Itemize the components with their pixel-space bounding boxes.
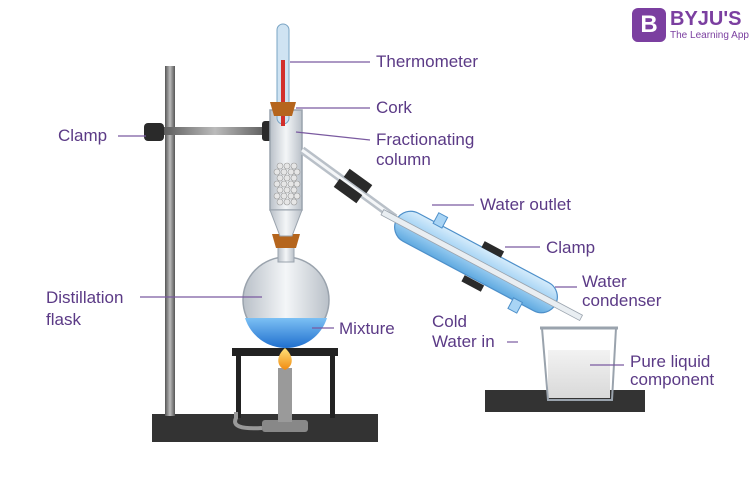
- burner-tube: [278, 368, 292, 422]
- brand-tagline: The Learning App: [670, 30, 749, 41]
- burner-flame: [278, 348, 292, 370]
- leader-lines: [118, 61, 624, 366]
- side-arm-inner: [301, 148, 396, 220]
- label-cold-water-in-line1: Cold: [432, 312, 467, 331]
- brand-logo-icon: B: [632, 8, 666, 42]
- condenser: [380, 209, 584, 322]
- flask-liquid: [245, 318, 327, 349]
- label-clamp-right: Clamp: [546, 238, 596, 257]
- label-cork: Cork: [376, 98, 412, 117]
- connector-1: [343, 168, 373, 194]
- flask-cork: [272, 234, 300, 248]
- label-cold-water-in-line2: Water in: [432, 332, 495, 351]
- label-fractionating-column-line2: column: [376, 150, 431, 169]
- clamp-boss: [144, 123, 164, 141]
- label-mixture: Mixture: [339, 319, 395, 338]
- label-distillation-flask-line1: Distillation: [46, 288, 124, 307]
- column-taper: [269, 209, 303, 237]
- brand-name: BYJU'S: [670, 8, 742, 30]
- condenser-clamp: [481, 241, 505, 258]
- retort-stand-pole: [165, 66, 175, 416]
- label-pure-liquid-component-line2: component: [630, 370, 715, 389]
- label-water-condenser-line2: condenser: [582, 291, 662, 310]
- thermometer-cork: [270, 102, 296, 116]
- label-distillation-flask-line2: flask: [46, 310, 81, 329]
- condenser-clamp-2: [461, 275, 485, 292]
- thermometer-mercury: [281, 60, 285, 126]
- burner-base: [262, 420, 308, 432]
- label-water-condenser-line1: Water: [582, 272, 627, 291]
- tripod-leg-right: [330, 356, 335, 418]
- connector-2: [333, 178, 363, 204]
- beaker-liquid: [548, 350, 610, 398]
- label-thermometer: Thermometer: [376, 52, 479, 71]
- label-fractionating-column-line1: Fractionating: [376, 130, 475, 149]
- clamp-arm: [160, 127, 270, 135]
- gas-pipe: [233, 412, 263, 431]
- column-beads: [273, 162, 301, 206]
- brand-logo-letter: B: [640, 11, 658, 38]
- label-water-outlet: Water outlet: [480, 195, 572, 214]
- label-pure-liquid-component-line1: Pure liquid: [630, 352, 711, 371]
- tripod-leg-left: [236, 356, 241, 418]
- label-clamp-left: Clamp: [58, 126, 108, 145]
